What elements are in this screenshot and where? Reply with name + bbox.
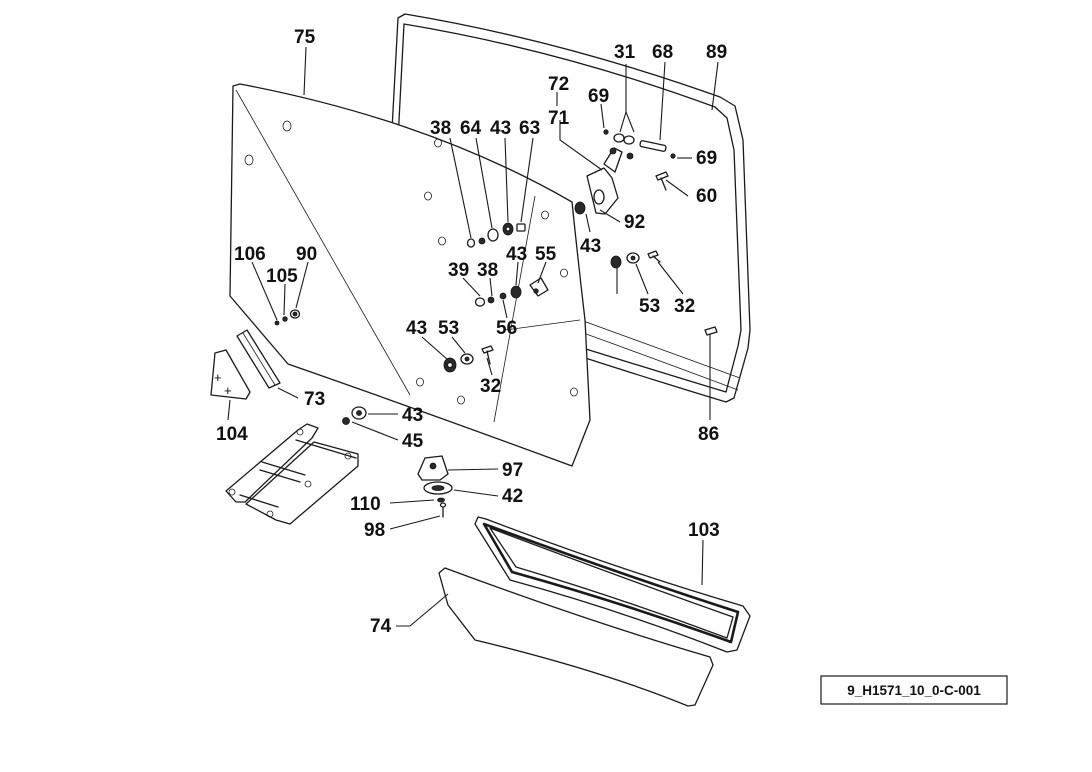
callout-label: 106: [234, 244, 266, 265]
front-glass-panel: [229, 83, 591, 467]
callout-label: 31: [614, 42, 636, 63]
part-marking: +: [214, 370, 222, 385]
callout-label: 43: [506, 244, 527, 265]
callout-label: 103: [688, 520, 720, 541]
callout-label: 32: [480, 376, 501, 397]
glass-fittings: [274, 222, 549, 373]
callout-label: 45: [402, 431, 424, 452]
callout-label: 74: [370, 616, 392, 637]
part-marking: +: [224, 383, 232, 398]
callout-label: 63: [519, 118, 540, 139]
callout-label: 43: [402, 405, 423, 426]
callout-label: 98: [364, 520, 385, 541]
callout-label: 86: [698, 424, 719, 445]
callout-label: 92: [624, 212, 645, 233]
callout-label: 104: [216, 424, 248, 445]
callout-label: 43: [580, 236, 601, 257]
hinge-bracket: [586, 147, 634, 215]
callout-label: 73: [304, 389, 325, 410]
callout-label: 53: [639, 296, 660, 317]
callout-label: 38: [430, 118, 451, 139]
gasket-seal: [423, 481, 453, 495]
callout-label: 32: [674, 296, 695, 317]
callout-labels: 75 89 68 31 72 71 69 38 64 43 63 69 60 9…: [216, 27, 727, 637]
callout-label: 56: [496, 318, 517, 339]
callout-label: 97: [502, 460, 523, 481]
callout-label: 55: [535, 244, 557, 265]
callout-label: 90: [296, 244, 317, 265]
small-hardware: [574, 129, 718, 336]
callout-label: 53: [438, 318, 459, 339]
callout-label: 60: [696, 186, 717, 207]
callout-label: 71: [548, 108, 570, 129]
callout-label: 39: [448, 260, 469, 281]
callout-label: 38: [477, 260, 498, 281]
reference-code-box: 9_H1571_10_0-C-001: [820, 675, 1008, 705]
hinge-pin: [639, 140, 667, 152]
callout-label: 43: [490, 118, 511, 139]
window-seal-frame: [474, 516, 751, 653]
callout-label: 64: [460, 118, 482, 139]
callout-label: 105: [266, 266, 298, 287]
corner-seal: + +: [210, 349, 251, 400]
edge-strip: [236, 329, 281, 389]
callout-label: 89: [706, 42, 727, 63]
leader-lines: [227, 46, 719, 627]
callout-label: 69: [588, 86, 609, 107]
callout-label: 42: [502, 486, 523, 507]
latch-bracket: [417, 455, 449, 481]
callout-label: 43: [406, 318, 427, 339]
callout-label: 72: [548, 74, 569, 95]
callout-label: 68: [652, 42, 673, 63]
callout-label: 75: [294, 27, 316, 48]
lower-washers: [342, 406, 367, 425]
callout-label: 69: [696, 148, 717, 169]
support-frame: [225, 423, 359, 525]
fastener-screws: [437, 497, 447, 518]
lower-glass-panel: [438, 567, 714, 707]
callout-label: 110: [350, 494, 381, 515]
reference-code: 9_H1571_10_0-C-001: [847, 683, 981, 698]
